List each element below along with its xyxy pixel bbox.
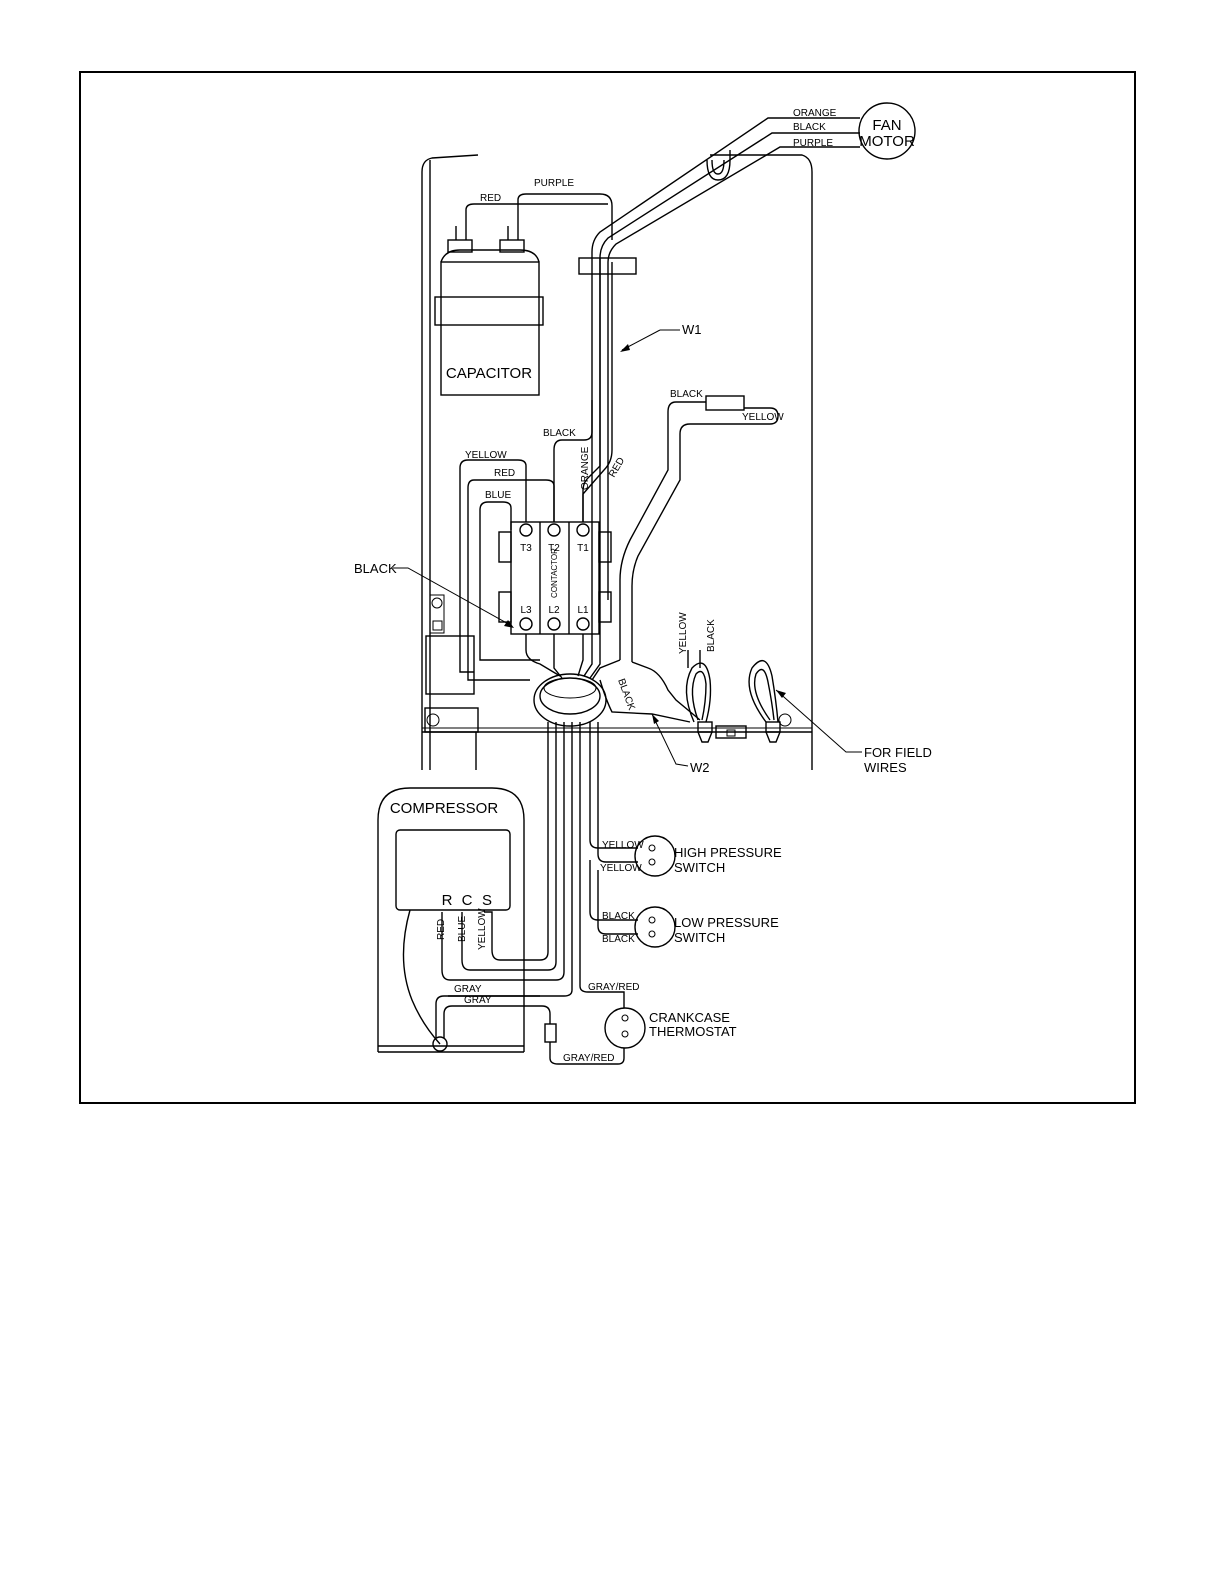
fan-black-label: BLACK	[793, 122, 826, 133]
control-panel-outline	[421, 154, 813, 770]
gray-wires: GRAY GRAY GRAY/RED GRAY/RED	[435, 982, 640, 1065]
blue-label: BLUE	[485, 490, 511, 501]
hp-label-1: HIGH PRESSURE	[674, 845, 782, 860]
comp-blue-label: BLUE	[457, 916, 468, 942]
compressor-terminal-s: S	[482, 892, 492, 909]
comp-yellow-label: YELLOW	[477, 908, 488, 950]
down-harness	[441, 722, 638, 1008]
gray-2-label: GRAY	[464, 995, 492, 1006]
lp-black-1-label: BLACK	[602, 911, 635, 922]
fan-purple-label: PURPLE	[793, 138, 833, 149]
lp-black-2-label: BLACK	[602, 934, 635, 945]
capacitor-leads: PURPLE RED	[465, 178, 613, 240]
compressor: COMPRESSOR R C S RED BLUE YELLOW	[377, 787, 525, 1053]
yellow-top-label: YELLOW	[465, 450, 507, 461]
gray-red-2-label: GRAY/RED	[563, 1053, 615, 1064]
w1-label: W1	[682, 322, 702, 337]
crankcase-thermostat: CRANKCASE THERMOSTAT	[604, 1007, 737, 1049]
fan-motor: FAN MOTOR	[858, 102, 916, 160]
hp-label-2: SWITCH	[674, 860, 725, 875]
diagram-border	[79, 71, 1136, 1104]
hp-yellow-2-label: YELLOW	[600, 863, 642, 874]
w2-label: W2	[690, 760, 710, 775]
ground-terminal	[425, 594, 475, 695]
contactor-t1: T1	[577, 543, 589, 554]
contactor-t3: T3	[520, 543, 532, 554]
compressor-terminal-c: C	[462, 892, 473, 909]
red-mid-label: RED	[494, 468, 515, 479]
cap-red-label: RED	[480, 193, 501, 204]
crankcase-label-1: CRANKCASE	[649, 1010, 730, 1025]
compressor-terminal-r: R	[442, 892, 453, 909]
contactor: T3 T2 T1 L3 L2 L1 CONTACTOR	[498, 521, 612, 635]
black-callout-label: BLACK	[354, 561, 397, 576]
crankcase-label-2: THERMOSTAT	[649, 1024, 737, 1039]
compressor-label: COMPRESSOR	[390, 800, 499, 817]
contactor-wires: BLACK YELLOW RED BLUE ORANGE RED	[459, 258, 627, 681]
orange-v-label: ORANGE	[580, 446, 591, 490]
hp-yellow-1-label: YELLOW	[602, 840, 644, 851]
right-lead: BLACK YELLOW	[619, 389, 784, 662]
yellow-field-label: YELLOW	[678, 612, 689, 654]
wire-grommet	[525, 600, 621, 727]
capacitor: CAPACITOR	[434, 226, 544, 396]
black-field-label: BLACK	[706, 619, 717, 652]
high-pressure-switch: YELLOW YELLOW HIGH PRESSURE SWITCH	[600, 835, 782, 877]
lp-label-2: SWITCH	[674, 930, 725, 945]
field-wires-callout: FOR FIELD WIRES	[775, 689, 932, 775]
fan-orange-label: ORANGE	[793, 108, 837, 119]
contactor-label: CONTACTOR	[550, 548, 559, 598]
contactor-l1: L1	[577, 605, 589, 616]
yellow-right-label: YELLOW	[742, 412, 784, 423]
low-pressure-switch: BLACK BLACK LOW PRESSURE SWITCH	[602, 906, 779, 948]
lp-label-1: LOW PRESSURE	[674, 915, 779, 930]
fan-motor-leads: ORANGE BLACK PURPLE	[578, 108, 860, 600]
field-wire-loops: YELLOW BLACK	[678, 612, 781, 743]
gray-1-label: GRAY	[454, 984, 482, 995]
contactor-l2: L2	[548, 605, 560, 616]
w1-callout: W1	[620, 322, 702, 352]
field-wires-label-1: FOR FIELD	[864, 745, 932, 760]
comp-red-label: RED	[436, 919, 447, 940]
field-wires-label-2: WIRES	[864, 760, 907, 775]
capacitor-label: CAPACITOR	[446, 365, 532, 382]
black-right-label: BLACK	[670, 389, 703, 400]
fan-motor-label-1: FAN	[872, 117, 901, 134]
black-callout: BLACK	[354, 561, 514, 628]
gray-red-1-label: GRAY/RED	[588, 982, 640, 993]
contactor-l3: L3	[520, 605, 532, 616]
contactor-t2: T2	[548, 543, 560, 554]
black-diag-label: BLACK	[615, 677, 637, 712]
fan-motor-label-2: MOTOR	[859, 133, 915, 150]
cap-purple-label: PURPLE	[534, 178, 574, 189]
black-top-label: BLACK	[543, 428, 576, 439]
